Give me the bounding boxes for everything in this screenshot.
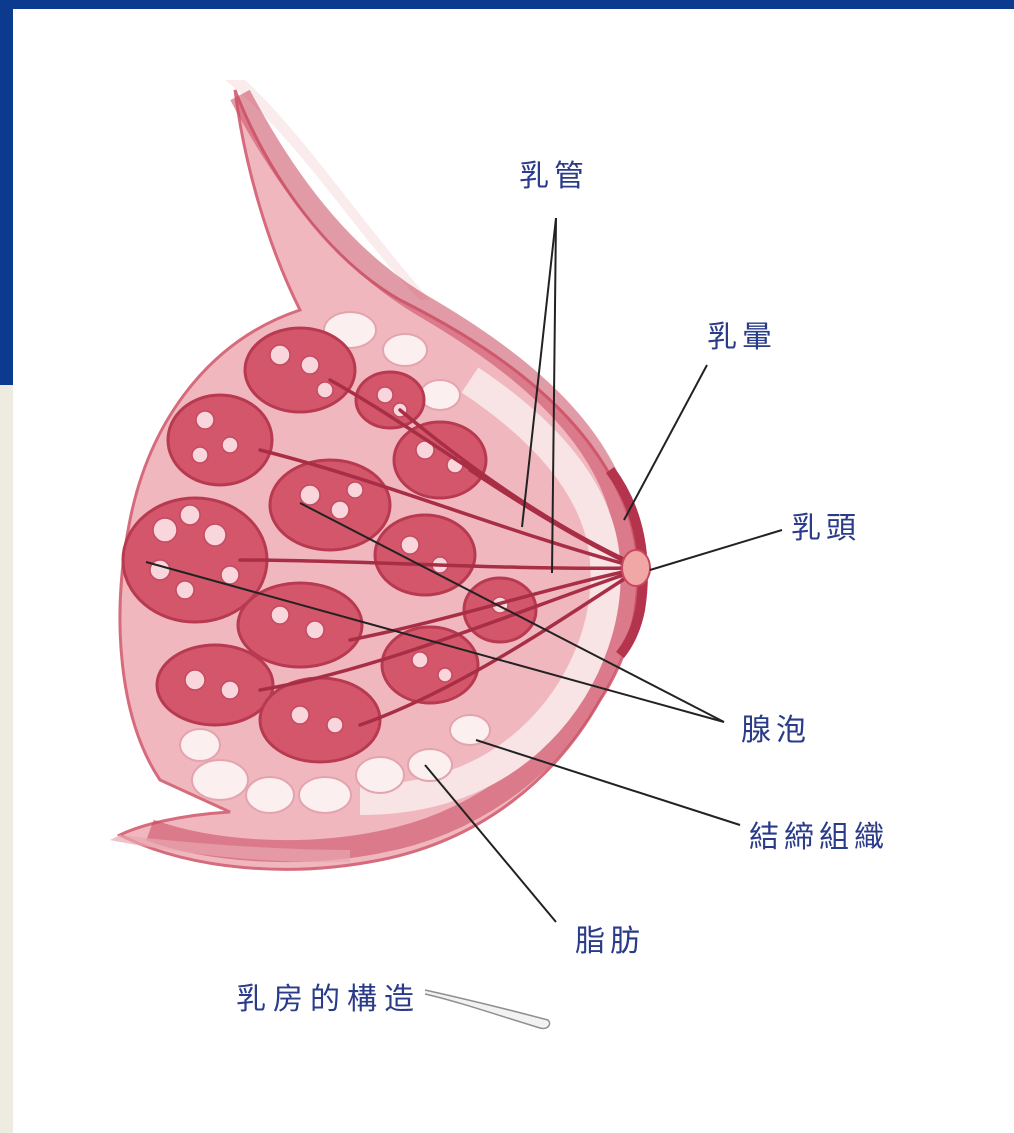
label-alveoli: 腺泡 — [741, 716, 811, 746]
label-nipple: 乳頭 — [791, 514, 861, 544]
label-areola: 乳暈 — [707, 323, 777, 353]
label-milk-ducts: 乳管 — [519, 162, 589, 192]
leader-nipple — [650, 530, 782, 570]
caption-pen-stroke — [425, 990, 550, 1028]
diagram-caption: 乳房的構造 — [236, 985, 421, 1015]
leader-areola — [624, 365, 707, 520]
label-connective-tissue: 結締組織 — [749, 823, 889, 853]
nipple — [622, 550, 650, 586]
label-fat: 脂肪 — [575, 927, 645, 957]
